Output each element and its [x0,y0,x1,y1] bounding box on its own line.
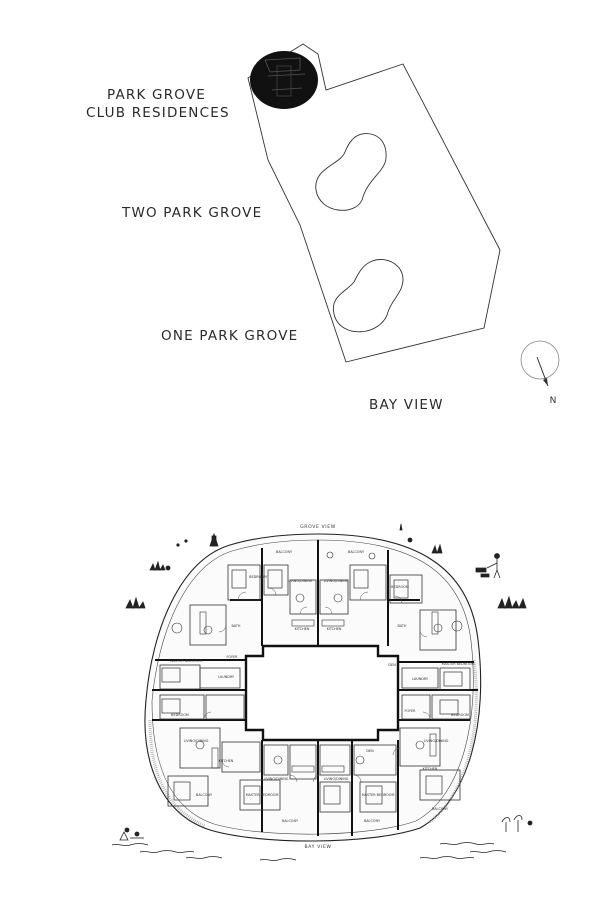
room-subdivisions [159,564,471,813]
svg-text:BALCONY: BALCONY [432,807,449,811]
svg-text:DEN: DEN [388,663,396,667]
site-boundary [247,43,501,363]
svg-text:MASTER BEDROOM: MASTER BEDROOM [246,793,279,797]
label-park-grove-club-line2: CLUB RESIDENCES [86,105,230,121]
svg-text:LIVING/DINING: LIVING/DINING [324,579,349,583]
floor-plan-inner-line [151,539,474,835]
svg-text:BALCONY: BALCONY [282,819,299,823]
floor-plan-core [244,644,400,742]
compass-north-label: N [550,396,557,406]
furniture-beds [161,569,463,805]
svg-text:MASTER BEDROOM: MASTER BEDROOM [170,659,203,663]
svg-text:LIVING/DINING: LIVING/DINING [184,739,209,743]
svg-text:BEDROOM: BEDROOM [171,713,189,717]
svg-text:LAUNDRY: LAUNDRY [412,677,429,681]
svg-text:BALCONY: BALCONY [276,550,293,554]
svg-text:FOYER: FOYER [226,655,238,659]
label-two-park-grove: TWO PARK GROVE [122,205,263,221]
one-park-grove-tower [332,259,404,333]
svg-text:LIVING/DINING: LIVING/DINING [324,777,349,781]
furniture-kitchens [199,611,439,773]
club-residences-building [250,51,318,109]
svg-text:BEDROOM: BEDROOM [249,575,267,579]
svg-text:KITCHEN: KITCHEN [295,627,310,631]
balcony-edge-right [429,659,478,824]
svg-text:BATH: BATH [231,624,240,628]
svg-text:BEDROOM: BEDROOM [451,713,469,717]
svg-text:BALCONY: BALCONY [196,793,213,797]
floor-plan-bottom-view-label: BAY VIEW [305,844,332,850]
svg-text:BALCONY: BALCONY [364,819,381,823]
svg-text:MASTER BEDROOM: MASTER BEDROOM [442,662,475,666]
site-plan: N [247,43,560,406]
two-park-grove-tower [315,133,387,211]
svg-text:BALCONY: BALCONY [348,550,365,554]
svg-text:LAUNDRY: LAUNDRY [218,675,235,679]
label-park-grove-club-line1: PARK GROVE [107,87,207,103]
svg-text:KITCHEN: KITCHEN [327,627,342,631]
svg-text:LIVING/DINING: LIVING/DINING [424,739,449,743]
room-labels: BALCONY BALCONY BEDROOM BEDROOM LIVING/D… [170,550,475,823]
svg-text:KITCHEN: KITCHEN [219,759,234,763]
label-bay-view: BAY VIEW [369,397,444,413]
svg-text:KITCHEN: KITCHEN [423,767,438,771]
svg-text:DEN: DEN [366,749,374,753]
floor-plan-top-view-label: GROVE VIEW [300,524,336,530]
svg-text:LIVING/DINING: LIVING/DINING [264,777,289,781]
svg-text:LIVING/DINING: LIVING/DINING [288,579,313,583]
svg-text:MASTER BEDROOM: MASTER BEDROOM [362,793,395,797]
furniture-dining [171,551,463,765]
compass-icon: N [520,340,560,406]
label-one-park-grove: ONE PARK GROVE [161,328,299,344]
svg-text:FOYER: FOYER [404,709,416,713]
svg-text:BEDROOM: BEDROOM [391,585,409,589]
svg-text:BATH: BATH [397,624,406,628]
water-lines [111,842,507,861]
landscape-decorations [119,523,533,841]
